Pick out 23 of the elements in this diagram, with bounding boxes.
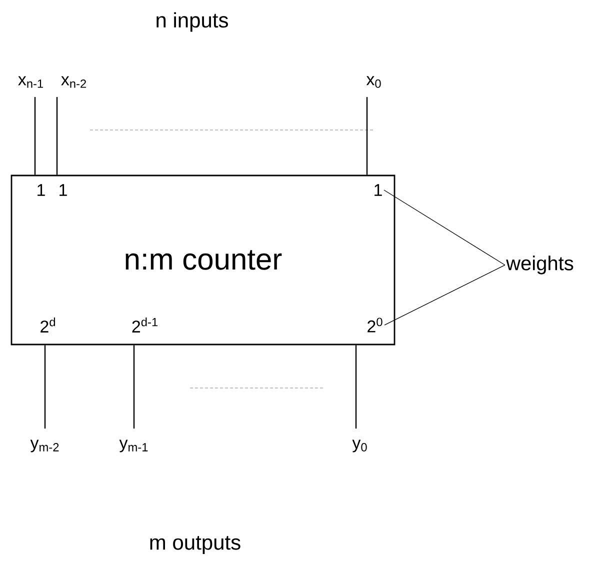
input-label: x$_{n-1}$ (18, 76, 44, 88)
pin-weight: 1 (374, 184, 382, 196)
pin-weight: 2$^{0}$ (368, 318, 382, 332)
leader-line (384, 190, 506, 266)
output-line (355, 345, 357, 429)
pin-weight: 2$^{d}$ (40, 318, 56, 332)
pin-weight: 1 (60, 184, 67, 196)
heading: n inputs (156, 12, 228, 32)
input-line (34, 97, 36, 175)
pin-weight: 2$^{d-1}$ (132, 318, 158, 332)
input-line (56, 97, 58, 175)
output-label: y$_{m-1}$ (119, 440, 148, 452)
heading: m outputs (150, 536, 240, 554)
leader-line (384, 264, 506, 326)
input-label: x$_{n-2}$ (61, 76, 86, 88)
callout-text: weights (506, 256, 574, 274)
pin-weight: 1 (38, 184, 45, 196)
output-line (133, 345, 135, 429)
output-label: y$_{m-2}$ (30, 440, 59, 452)
input-label: x$_{0}$ (366, 76, 381, 88)
output-line (44, 345, 46, 429)
output-label: y$_{0}$ (352, 440, 367, 452)
input-line (366, 97, 368, 175)
